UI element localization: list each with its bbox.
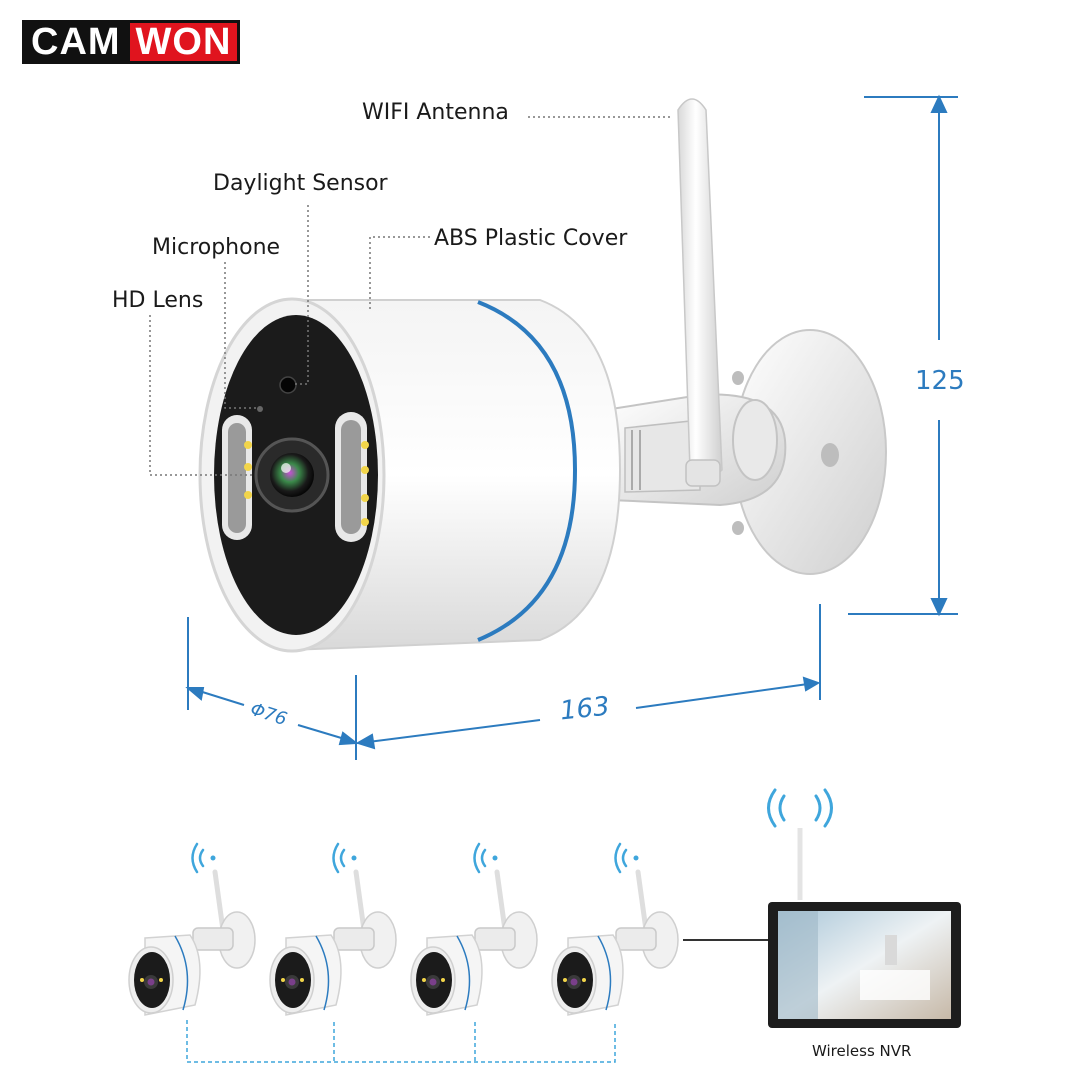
leader-lines [149,116,670,476]
dimension-lines [185,94,958,760]
mini-cameras [128,842,679,1016]
mini-camera [128,842,256,1016]
wireless-nvr [683,828,961,1028]
mini-camera [410,842,538,1016]
nvr-label: Wireless NVR [812,1042,912,1060]
mini-camera [551,842,679,1016]
camera-links [186,1020,616,1063]
wifi-icon [473,842,498,874]
microphone-hole [257,406,263,412]
wall-mount [732,329,887,575]
callout-abs-cover: ABS Plastic Cover [434,226,628,251]
nvr-wifi-icon [767,788,833,828]
mini-camera [269,842,397,1016]
logo-part-cam: CAM [22,20,130,64]
camera-front [222,412,369,542]
bracket-arm [603,393,787,507]
wifi-icon [332,842,357,874]
callout-microphone: Microphone [152,235,281,260]
camwon-logo: CAM WON [22,20,250,64]
dimension-height: 125 [915,366,965,396]
dimension-length: 163 [558,691,612,727]
wifi-antenna [677,98,723,487]
wifi-icon [614,842,639,874]
logo-part-won: WON [129,20,241,64]
daylight-sensor [279,376,297,394]
callout-hd-lens: HD Lens [112,288,204,313]
callout-wifi-antenna: WIFI Antenna [362,100,509,125]
hd-lens [254,437,330,513]
wifi-icon [191,842,216,874]
callout-daylight-sensor: Daylight Sensor [213,171,388,196]
